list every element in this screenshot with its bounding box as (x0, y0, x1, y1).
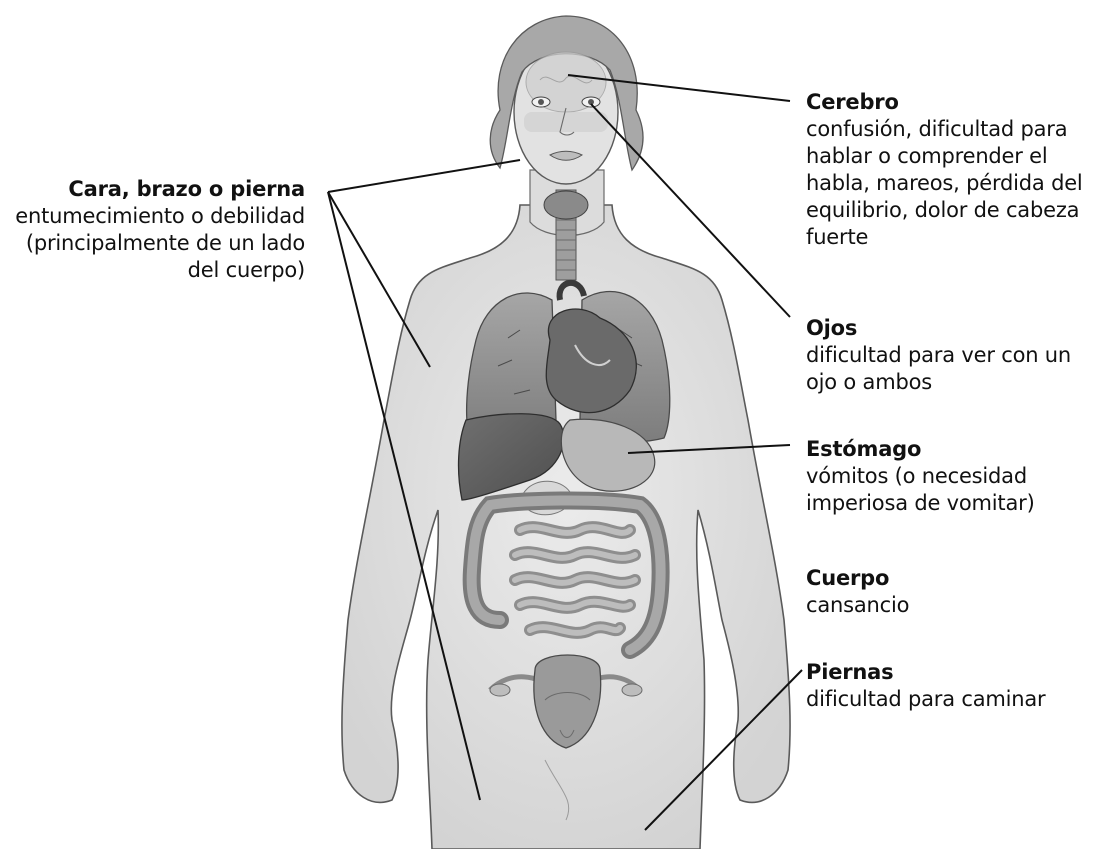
leader-arm (328, 192, 430, 367)
label-body: Cuerpo cansancio (806, 565, 1101, 619)
label-legs: Piernas dificultad para caminar (806, 659, 1101, 713)
label-face-desc: entumecimiento o debilidad (principalmen… (0, 203, 305, 284)
label-brain-desc: confusión, dificultad para hablar o comp… (806, 116, 1101, 251)
label-brain: Cerebro confusión, dificultad para habla… (806, 89, 1101, 251)
label-stomach-title: Estómago (806, 436, 1101, 463)
label-face-arm-leg: Cara, brazo o pierna entumecimiento o de… (0, 176, 305, 284)
label-brain-title: Cerebro (806, 89, 1101, 116)
label-body-desc: cansancio (806, 592, 1101, 619)
leader-face (328, 160, 520, 192)
head (490, 16, 643, 184)
label-stomach-desc: vómitos (o necesidad imperiosa de vomita… (806, 463, 1101, 517)
label-stomach: Estómago vómitos (o necesidad imperiosa … (806, 436, 1101, 517)
label-eyes-title: Ojos (806, 315, 1101, 342)
label-legs-title: Piernas (806, 659, 1101, 686)
label-eyes: Ojos dificultad para ver con un ojo o am… (806, 315, 1101, 396)
label-body-title: Cuerpo (806, 565, 1101, 592)
label-legs-desc: dificultad para caminar (806, 686, 1101, 713)
label-eyes-desc: dificultad para ver con un ojo o ambos (806, 342, 1101, 396)
label-face-title: Cara, brazo o pierna (0, 176, 305, 203)
